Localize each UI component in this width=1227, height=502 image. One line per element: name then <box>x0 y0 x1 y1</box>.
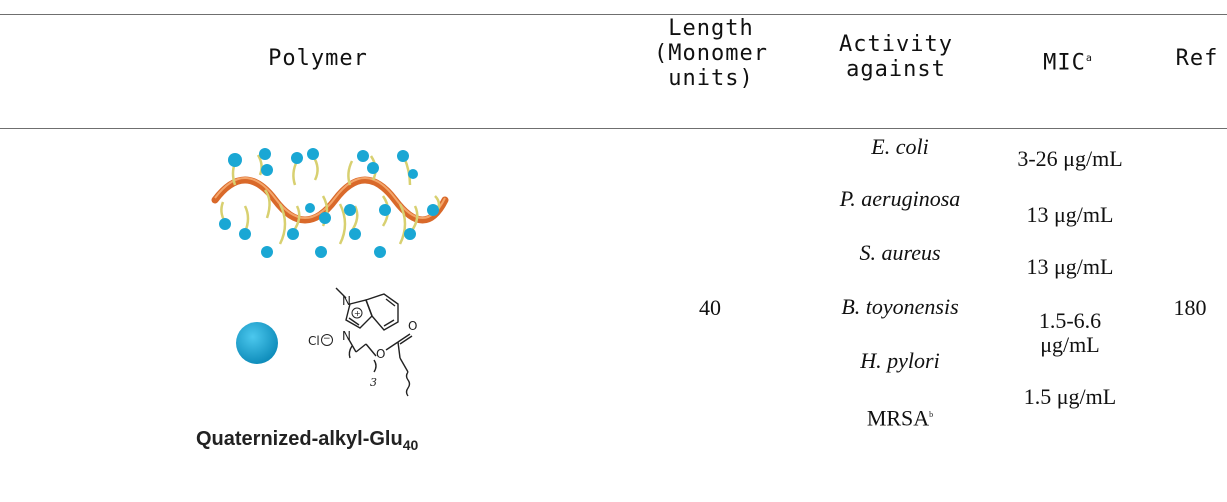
header-length: Length (Monomer units) <box>636 16 786 91</box>
mic-ecoli: 3-26 μg/mL <box>1017 146 1123 171</box>
header-length-line3: units) <box>668 66 754 91</box>
svg-text:+: + <box>354 309 361 318</box>
header-mic-mark: a <box>1085 53 1093 64</box>
header-activity: Activity against <box>826 32 966 82</box>
organism-mrsa: MRSAb <box>800 402 1000 431</box>
svg-text:O: O <box>376 347 385 361</box>
organism-btoyonensis: B. toyonensis <box>841 294 959 319</box>
mic-btoyonensis-line1: 1.5-6.6 <box>1038 308 1102 333</box>
counterion-text: Cl <box>308 334 320 348</box>
mic-mrsa: 1.5 μg/mL <box>1023 384 1117 409</box>
length-value: 40 <box>699 295 721 320</box>
mic-saureus: 13 μg/mL <box>1026 254 1114 279</box>
organism-ecoli: E. coli <box>871 134 929 159</box>
polymer-subscript: 40 <box>402 437 419 453</box>
counterion-charge: − <box>320 334 333 346</box>
organism-hpylori: H. pylori <box>860 348 940 373</box>
svg-text:N: N <box>342 329 351 343</box>
polymer-helix-figure <box>211 148 449 258</box>
header-length-line1: Length <box>668 16 754 41</box>
svg-text:O: O <box>408 319 417 333</box>
mic-btoyonensis-line2: μg/mL <box>1040 332 1100 357</box>
header-polymer: Polymer <box>268 46 368 71</box>
organism-mrsa-label: MRSA <box>866 405 930 431</box>
header-activity-line1: Activity <box>839 32 953 57</box>
header-rule <box>0 128 1227 129</box>
header-ref: Ref <box>1175 46 1219 71</box>
header-activity-line2: against <box>846 57 946 82</box>
header-length-line2: (Monomer <box>654 41 768 66</box>
organism-mrsa-mark: b <box>929 410 934 419</box>
helix-beads <box>219 148 439 258</box>
organism-paeruginosa: P. aeruginosa <box>839 186 961 211</box>
mic-paeruginosa: 13 μg/mL <box>1026 202 1114 227</box>
polymer-caption: Quaternized-alkyl-Glu40 <box>196 428 418 453</box>
bead-legend-icon <box>236 322 278 364</box>
header-mic-label: MIC <box>1043 50 1086 76</box>
helix-backbone <box>211 176 449 224</box>
header-mic: MICa <box>1028 46 1108 75</box>
svg-text:N: N <box>342 294 351 308</box>
repeat-subscript: 3 <box>370 376 377 389</box>
counterion-label: Cl− <box>308 334 333 348</box>
benzimidazolium-structure: N N O O + <box>335 287 417 397</box>
polymer-name: Quaternized-alkyl-Glu <box>196 428 403 450</box>
organism-saureus: S. aureus <box>859 240 941 265</box>
top-rule <box>0 14 1227 15</box>
ref-value: 180 <box>1173 295 1207 320</box>
